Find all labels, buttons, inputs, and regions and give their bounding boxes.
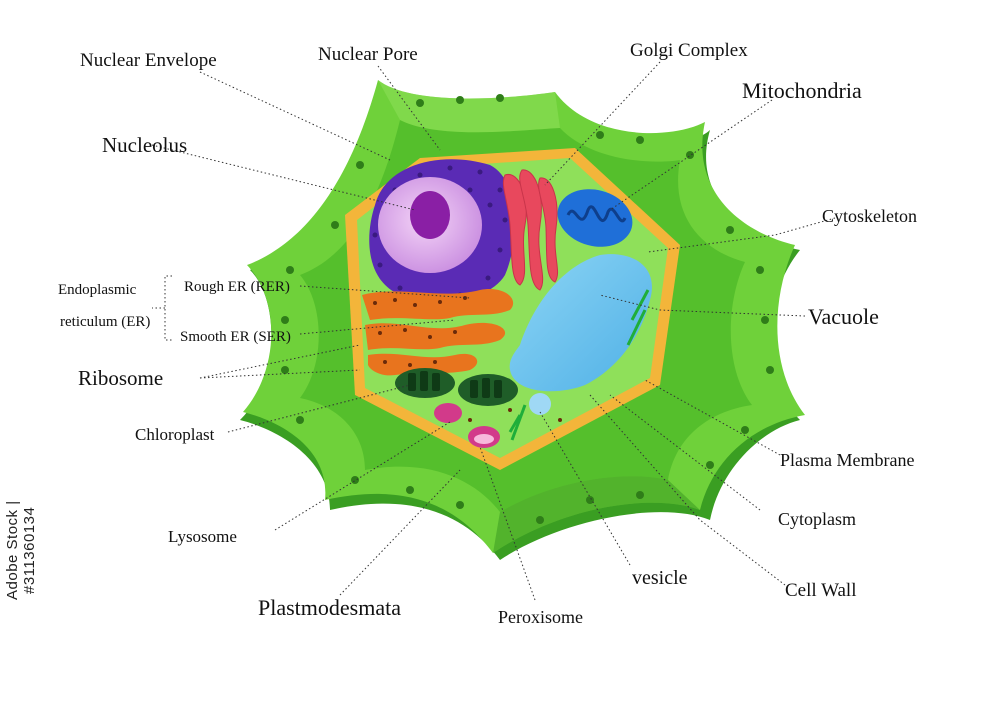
label-nucleolus: Nucleolus xyxy=(102,133,187,157)
endoplasmic-reticulum-shape xyxy=(362,289,514,376)
cytoskeleton-shape xyxy=(508,289,650,441)
leader-lines xyxy=(151,61,836,601)
cell-wall-shadow xyxy=(493,476,700,553)
label-nuclear-pore: Nuclear Pore xyxy=(318,44,418,65)
label-lysosome: Lysosome xyxy=(168,527,237,546)
nucleolus-shape xyxy=(410,191,450,239)
label-plasma-membrane: Plasma Membrane xyxy=(780,450,914,470)
label-chloroplast: Chloroplast xyxy=(135,425,215,444)
label-peroxisome: Peroxisome xyxy=(498,607,583,627)
vesicle-shape xyxy=(529,393,551,415)
label-rough-er: Rough ER (RER) xyxy=(184,279,290,295)
chloroplast-shape xyxy=(395,368,518,406)
peroxisome-inner xyxy=(474,434,494,444)
mitochondria-shape xyxy=(557,189,633,247)
label-vesicle: vesicle xyxy=(632,567,688,589)
cell-wall-highlight xyxy=(378,80,560,133)
label-cell-wall: Cell Wall xyxy=(785,580,856,601)
label-golgi-complex: Golgi Complex xyxy=(630,40,748,61)
label-cytoskeleton: Cytoskeleton xyxy=(822,206,917,226)
wall-pits xyxy=(281,94,774,524)
label-mitochondria: Mitochondria xyxy=(742,78,862,103)
lysosome-shape xyxy=(434,403,462,423)
nucleus xyxy=(369,159,515,303)
label-ribosome: Ribosome xyxy=(78,366,163,390)
label-cytoplasm: Cytoplasm xyxy=(778,509,856,529)
label-er-line2: reticulum (ER) xyxy=(60,314,150,330)
label-er-line1: Endoplasmic xyxy=(58,282,137,298)
vacuole-shape xyxy=(509,254,652,392)
label-vacuole: Vacuole xyxy=(808,304,879,329)
label-plastmodesmata: Plastmodesmata xyxy=(258,595,401,620)
stock-id-watermark: Adobe Stock | #311360134 xyxy=(4,500,38,600)
label-nuclear-envelope: Nuclear Envelope xyxy=(80,50,217,71)
label-smooth-er: Smooth ER (SER) xyxy=(180,329,291,345)
labels: Nuclear Envelope Nuclear Pore Golgi Comp… xyxy=(58,40,917,627)
golgi-complex-shape xyxy=(502,169,559,291)
